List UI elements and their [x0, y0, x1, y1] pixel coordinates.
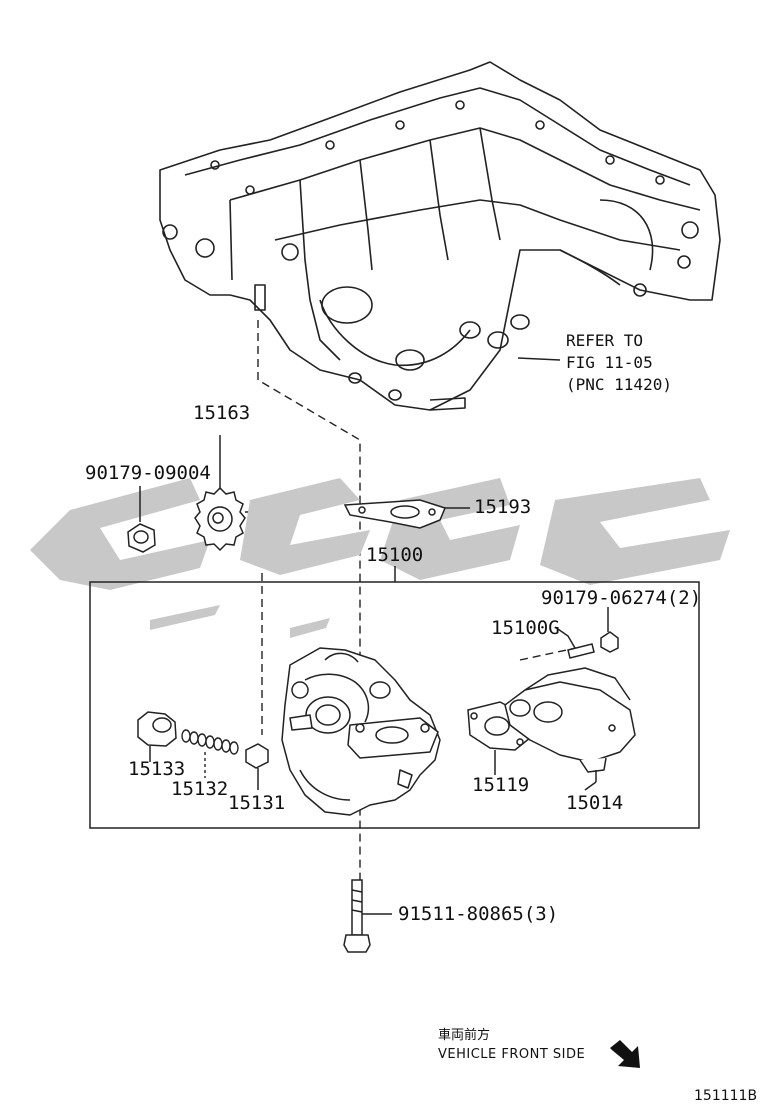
reference-leader — [517, 357, 561, 361]
nut-90179-09004 — [127, 486, 156, 553]
cover-15014 — [504, 667, 636, 782]
oil-pan-block — [159, 61, 721, 411]
reference-line-3: (PNC 11420) — [566, 375, 672, 394]
label-15119: 15119 — [472, 774, 530, 796]
cap-15133 — [137, 711, 177, 762]
label-91511-80865: 91511-80865(3) — [398, 903, 559, 925]
label-15014: 15014 — [566, 792, 624, 814]
label-15133: 15133 — [128, 758, 186, 780]
gasket-15193 — [343, 499, 470, 529]
label-90179-09004: 90179-09004 — [85, 462, 211, 484]
spring-15132 — [181, 729, 239, 778]
vehicle-front-japanese: 車両前方 — [438, 1028, 491, 1043]
label-15132: 15132 — [171, 778, 229, 800]
reference-line-1: REFER TO — [566, 331, 644, 350]
label-15163: 15163 — [193, 402, 251, 424]
sprocket-15163 — [194, 435, 246, 552]
dashed-guides — [245, 320, 577, 890]
bolt-91511-80865 — [343, 879, 392, 953]
label-15193: 15193 — [474, 496, 532, 518]
plunger-15131 — [245, 743, 269, 790]
stud-and-nut — [554, 607, 619, 659]
pump-body — [281, 647, 441, 816]
assembly-box-15100 — [89, 566, 700, 829]
label-15100G: 15100G — [491, 617, 560, 639]
reference-line-2: FIG 11-05 — [566, 353, 653, 372]
figure-code: 151111B — [694, 1088, 758, 1104]
label-90179-06274: 90179-06274(2) — [541, 587, 702, 609]
vehicle-front-indicator: 車両前方 VEHICLE FRONT SIDE — [438, 1024, 585, 1062]
leaders — [584, 781, 597, 791]
label-15131: 15131 — [228, 792, 286, 814]
vehicle-front-english: VEHICLE FRONT SIDE — [438, 1047, 586, 1062]
watermark-logo — [30, 478, 730, 638]
label-15100: 15100 — [366, 544, 424, 566]
reference-note: REFER TO FIG 11-05 (PNC 11420) — [566, 330, 672, 396]
front-arrow-icon — [610, 1040, 640, 1068]
